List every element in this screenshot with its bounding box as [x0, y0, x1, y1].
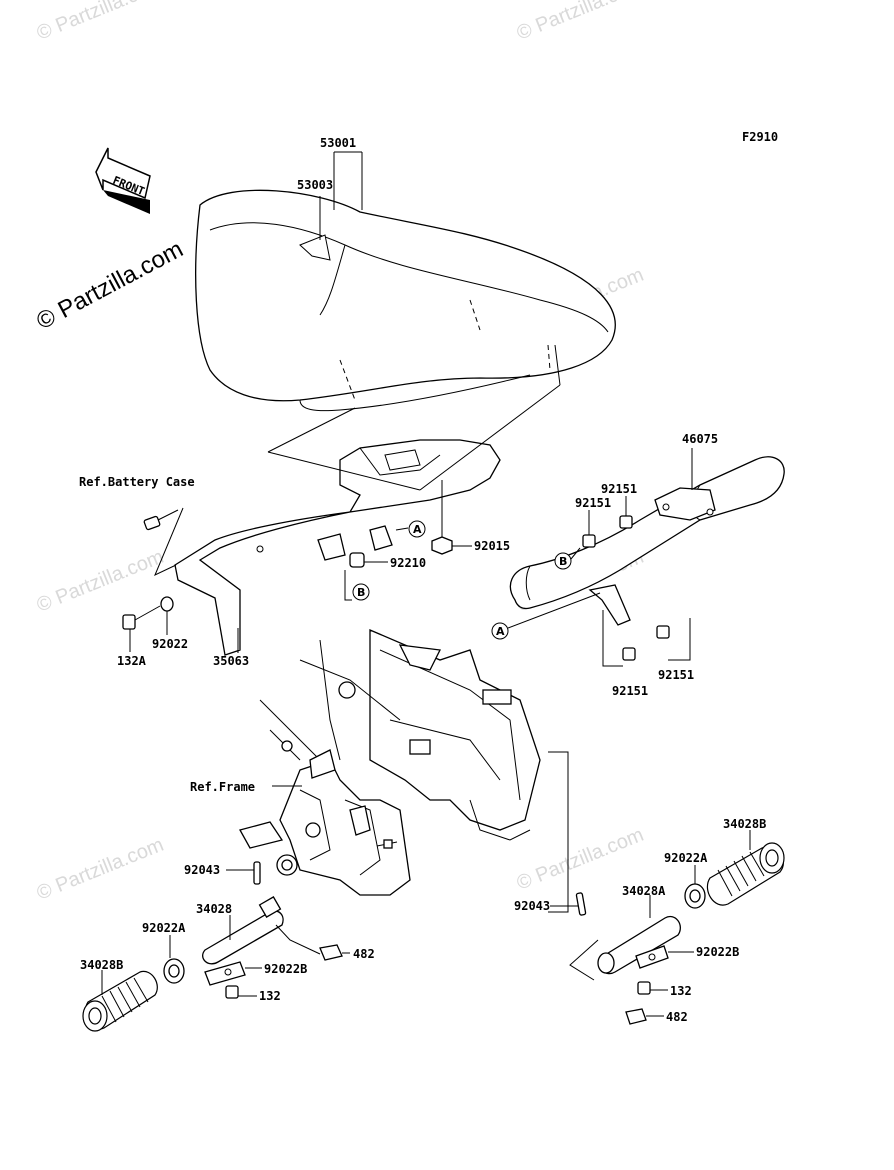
- callout-b: [554, 552, 572, 570]
- part-label-482-right: 482: [666, 1010, 688, 1024]
- bolt-92210: [349, 552, 388, 568]
- callout-b: [352, 583, 370, 601]
- callout-a-label: A: [496, 625, 505, 638]
- washer-92022B-left: [204, 961, 262, 986]
- callout-a: [408, 520, 426, 538]
- watermark: © Partzilla.com: [514, 0, 647, 45]
- bolt-132A: [122, 605, 161, 630]
- bolt-132-right: [637, 981, 668, 995]
- part-label-92022B-right: 92022B: [696, 945, 739, 959]
- footpeg-34028: [202, 896, 284, 965]
- spring-plate-482-left: [319, 944, 350, 961]
- bolt-92151-lower-2: [622, 647, 636, 661]
- part-label-34028: 34028: [196, 902, 232, 916]
- part-label-34028B-left: 34028B: [80, 958, 123, 972]
- callout-b-label: B: [559, 555, 567, 568]
- grip-34028B-right: [706, 842, 785, 906]
- bolt-92151-upper-2: [582, 510, 596, 548]
- part-label-92022B-left: 92022B: [264, 962, 307, 976]
- part-label-34028A: 34028A: [622, 884, 666, 898]
- watermark: © Partzilla.com: [34, 0, 167, 45]
- part-label-35063: 35063: [213, 654, 249, 668]
- washer-92022B-right: [635, 945, 694, 969]
- nut-92015: [431, 480, 472, 555]
- front-arrow-icon: FRONT: [95, 147, 151, 214]
- part-label-92043-left: 92043: [184, 863, 220, 877]
- footpeg-34028A: [597, 915, 681, 975]
- part-label-53003: 53003: [297, 178, 333, 192]
- diagram-code: F2910: [742, 130, 778, 144]
- seat-bracket: [174, 439, 501, 656]
- part-label-132-right: 132: [670, 984, 692, 998]
- spring-plate-482-right: [625, 1008, 664, 1025]
- part-label-92151-b: 92151: [575, 496, 611, 510]
- pin-92043-left: [253, 861, 261, 885]
- part-label-482-left: 482: [353, 947, 375, 961]
- part-label-92151-a: 92151: [601, 482, 637, 496]
- callout-a-label: A: [413, 523, 422, 536]
- bolt-battery-case: [143, 509, 179, 531]
- part-label-92015: 92015: [474, 539, 510, 553]
- part-label-92022: 92022: [152, 637, 188, 651]
- callout-a: [491, 622, 509, 640]
- part-label-92151-d: 92151: [612, 684, 648, 698]
- bolt-92151-upper-1: [619, 496, 633, 529]
- part-label-46075: 46075: [682, 432, 718, 446]
- pin-92043-right: [575, 892, 587, 916]
- grip-34028B-left: [82, 970, 158, 1032]
- callout-b-label: B: [357, 586, 365, 599]
- ref-frame: Ref.Frame: [190, 780, 255, 794]
- watermark: © Partzilla.com: [34, 834, 167, 905]
- watermark: © Partzilla.com: [34, 546, 167, 617]
- part-label-92022A-left: 92022A: [142, 921, 186, 935]
- bolt-132-left: [225, 985, 257, 999]
- footrest-bracket-left: [239, 749, 411, 896]
- bolt-92151-lower-1: [656, 625, 670, 639]
- part-label-132A: 132A: [117, 654, 147, 668]
- ref-battery-case: Ref.Battery Case: [79, 475, 195, 489]
- part-label-132-left: 132: [259, 989, 281, 1003]
- washer-92022: [160, 596, 174, 612]
- seat: [195, 189, 616, 412]
- part-label-92022A-right: 92022A: [664, 851, 708, 865]
- part-label-34028B-right: 34028B: [723, 817, 766, 831]
- part-label-92210: 92210: [390, 556, 426, 570]
- grab-bar: [509, 456, 785, 626]
- part-label-92043-right: 92043: [514, 899, 550, 913]
- watermark-main: © Partzilla.com: [32, 236, 187, 336]
- part-label-92151-c: 92151: [658, 668, 694, 682]
- part-label-53001: 53001: [320, 136, 356, 150]
- frame: [259, 629, 541, 841]
